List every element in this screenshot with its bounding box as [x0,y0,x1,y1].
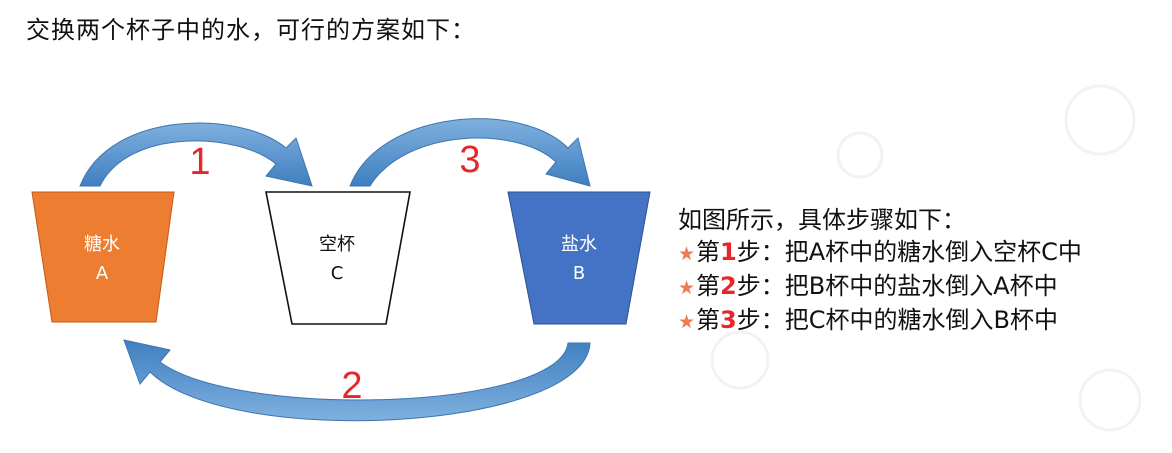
cup-a-label: 糖水 [84,234,120,255]
star-icon: ★ [678,311,696,333]
step-text: 步：把A杯中的糖水倒入空杯C中 [736,238,1082,266]
step-number: 2 [720,272,737,300]
step-item: ★第2步：把B杯中的盐水倒入A杯中 [678,270,1082,304]
arrow-3 [349,118,591,187]
step-prefix: 第 [696,238,721,266]
cup-c-letter: C [331,263,344,284]
cup-b-letter: B [573,263,585,284]
cup-c-label: 空杯 [319,234,355,255]
step-prefix: 第 [696,306,721,334]
steps-panel: 如图所示，具体步骤如下： ★第1步：把A杯中的糖水倒入空杯C中 ★第2步：把B杯… [678,204,1082,338]
steps-intro: 如图所示，具体步骤如下： [678,206,966,234]
step-number: 3 [720,306,737,334]
step-number: 1 [720,238,737,266]
cup-b-label: 盐水 [561,234,597,255]
star-icon: ★ [678,277,696,299]
star-icon: ★ [678,243,696,265]
cup-a [31,191,175,323]
cup-a-letter: A [96,263,109,284]
step-prefix: 第 [696,272,721,300]
arrow-1-number: 1 [189,141,210,183]
step-text: 步：把C杯中的糖水倒入B杯中 [736,306,1058,334]
step-text: 步：把B杯中的盐水倒入A杯中 [736,272,1058,300]
cup-c [265,191,411,325]
arrow-3-number: 3 [459,139,480,181]
arrow-2 [123,339,591,422]
step-item: ★第3步：把C杯中的糖水倒入B杯中 [678,304,1082,338]
page-title: 交换两个杯子中的水，可行的方案如下： [26,16,476,44]
step-item: ★第1步：把A杯中的糖水倒入空杯C中 [678,236,1082,270]
arrow-2-number: 2 [341,365,362,407]
arrow-1 [79,122,313,187]
cup-b [507,191,651,325]
watermark-decoration [710,84,1142,432]
